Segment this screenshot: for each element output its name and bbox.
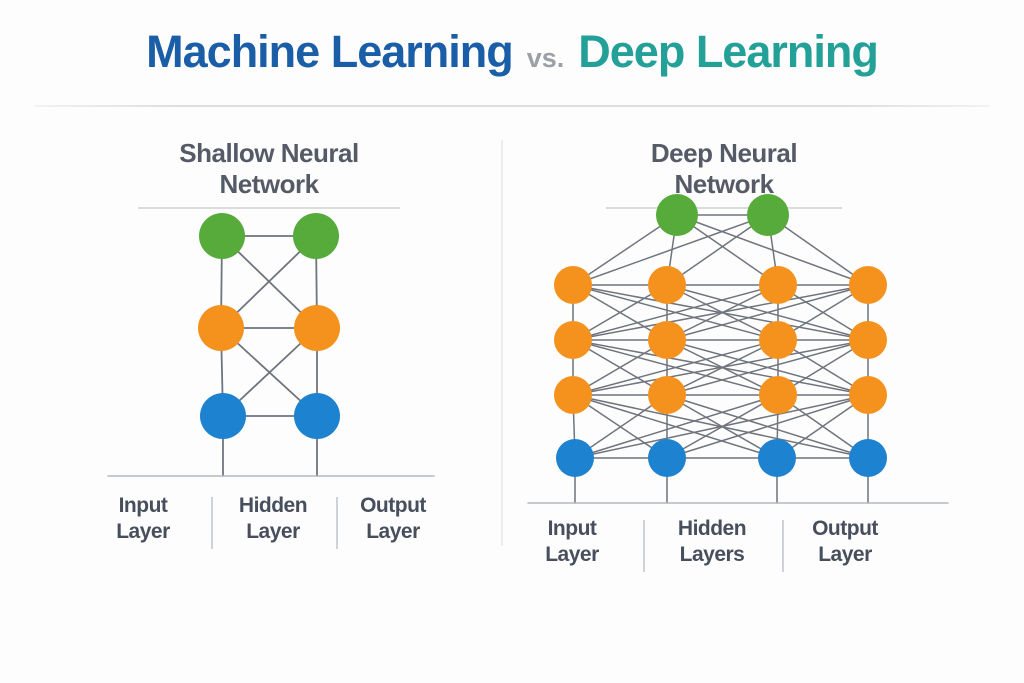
network-node-hidden-orange-1: [554, 266, 592, 304]
label-line: Input: [547, 517, 597, 540]
network-node-hidden-orange-1: [648, 266, 686, 304]
network-node-bottom-blue: [758, 439, 796, 477]
network-node-top-green: [199, 213, 245, 259]
right-label-divider-2: [782, 520, 784, 572]
right-input-layer-label: Input Layer: [512, 516, 632, 568]
network-node-hidden-orange-2: [849, 321, 887, 359]
label-line: Layer: [246, 520, 300, 543]
network-edge: [572, 339, 869, 396]
network-node-top-green: [656, 194, 698, 236]
network-node-bottom-blue: [849, 439, 887, 477]
network-node-hidden-orange-2: [759, 321, 797, 359]
network-node-hidden-orange-3: [648, 376, 686, 414]
network-edge: [666, 339, 869, 396]
network-node-hidden-orange-2: [648, 321, 686, 359]
right-output-layer-label: Output Layer: [785, 516, 905, 568]
left-label-divider-2: [336, 497, 338, 549]
network-node-bottom-blue: [556, 439, 594, 477]
label-line: Input: [118, 494, 168, 517]
network-node-hidden-orange-1: [849, 266, 887, 304]
network-node-bottom-blue: [648, 439, 686, 477]
network-node-hidden-orange-3: [849, 376, 887, 414]
deep-network-heading: Deep Neural Network: [606, 138, 842, 209]
network-edge: [666, 284, 869, 341]
network-edge: [572, 339, 779, 396]
title-machine-learning: Machine Learning: [146, 26, 514, 77]
right-hidden-layers-label: Hidden Layers: [652, 516, 772, 568]
page-title: Machine Learning vs. Deep Learning: [0, 26, 1024, 78]
network-node-mid-orange: [294, 305, 340, 351]
label-line: Layer: [366, 520, 420, 543]
network-edge: [574, 394, 779, 459]
left-output-layer-label: Output Layer: [333, 493, 453, 545]
label-line: Output: [812, 517, 878, 540]
network-edge: [572, 214, 769, 286]
right-label-divider-1: [643, 520, 645, 572]
title-deep-learning: Deep Learning: [578, 26, 879, 77]
title-vs: vs.: [526, 43, 565, 73]
network-edge: [572, 284, 779, 341]
label-line: Hidden: [238, 494, 308, 517]
left-input-layer-label: Input Layer: [83, 493, 203, 545]
shallow-network-heading: Shallow Neural Network: [138, 138, 400, 209]
panel-divider-line: [501, 140, 503, 546]
deep-network: [527, 194, 949, 504]
network-node-hidden-orange-1: [759, 266, 797, 304]
network-node-top-green: [293, 213, 339, 259]
left-hidden-layer-label: Hidden Layer: [213, 493, 333, 545]
network-node-bottom-blue: [294, 393, 340, 439]
shallow-network: [107, 213, 435, 477]
left-label-divider-1: [211, 497, 213, 549]
network-node-bottom-blue: [200, 393, 246, 439]
label-line: Hidden: [677, 517, 747, 540]
title-divider-line: [35, 105, 989, 107]
label-line: Layers: [679, 543, 745, 566]
network-edge: [572, 284, 869, 341]
label-line: Output: [360, 494, 426, 517]
network-node-top-green: [747, 194, 789, 236]
label-line: Layer: [818, 543, 872, 566]
network-node-mid-orange: [198, 305, 244, 351]
label-line: Layer: [545, 543, 599, 566]
network-node-hidden-orange-2: [554, 321, 592, 359]
network-edge: [574, 394, 869, 459]
label-line: Layer: [116, 520, 170, 543]
network-node-hidden-orange-3: [554, 376, 592, 414]
network-edge: [666, 394, 869, 459]
network-node-hidden-orange-3: [759, 376, 797, 414]
